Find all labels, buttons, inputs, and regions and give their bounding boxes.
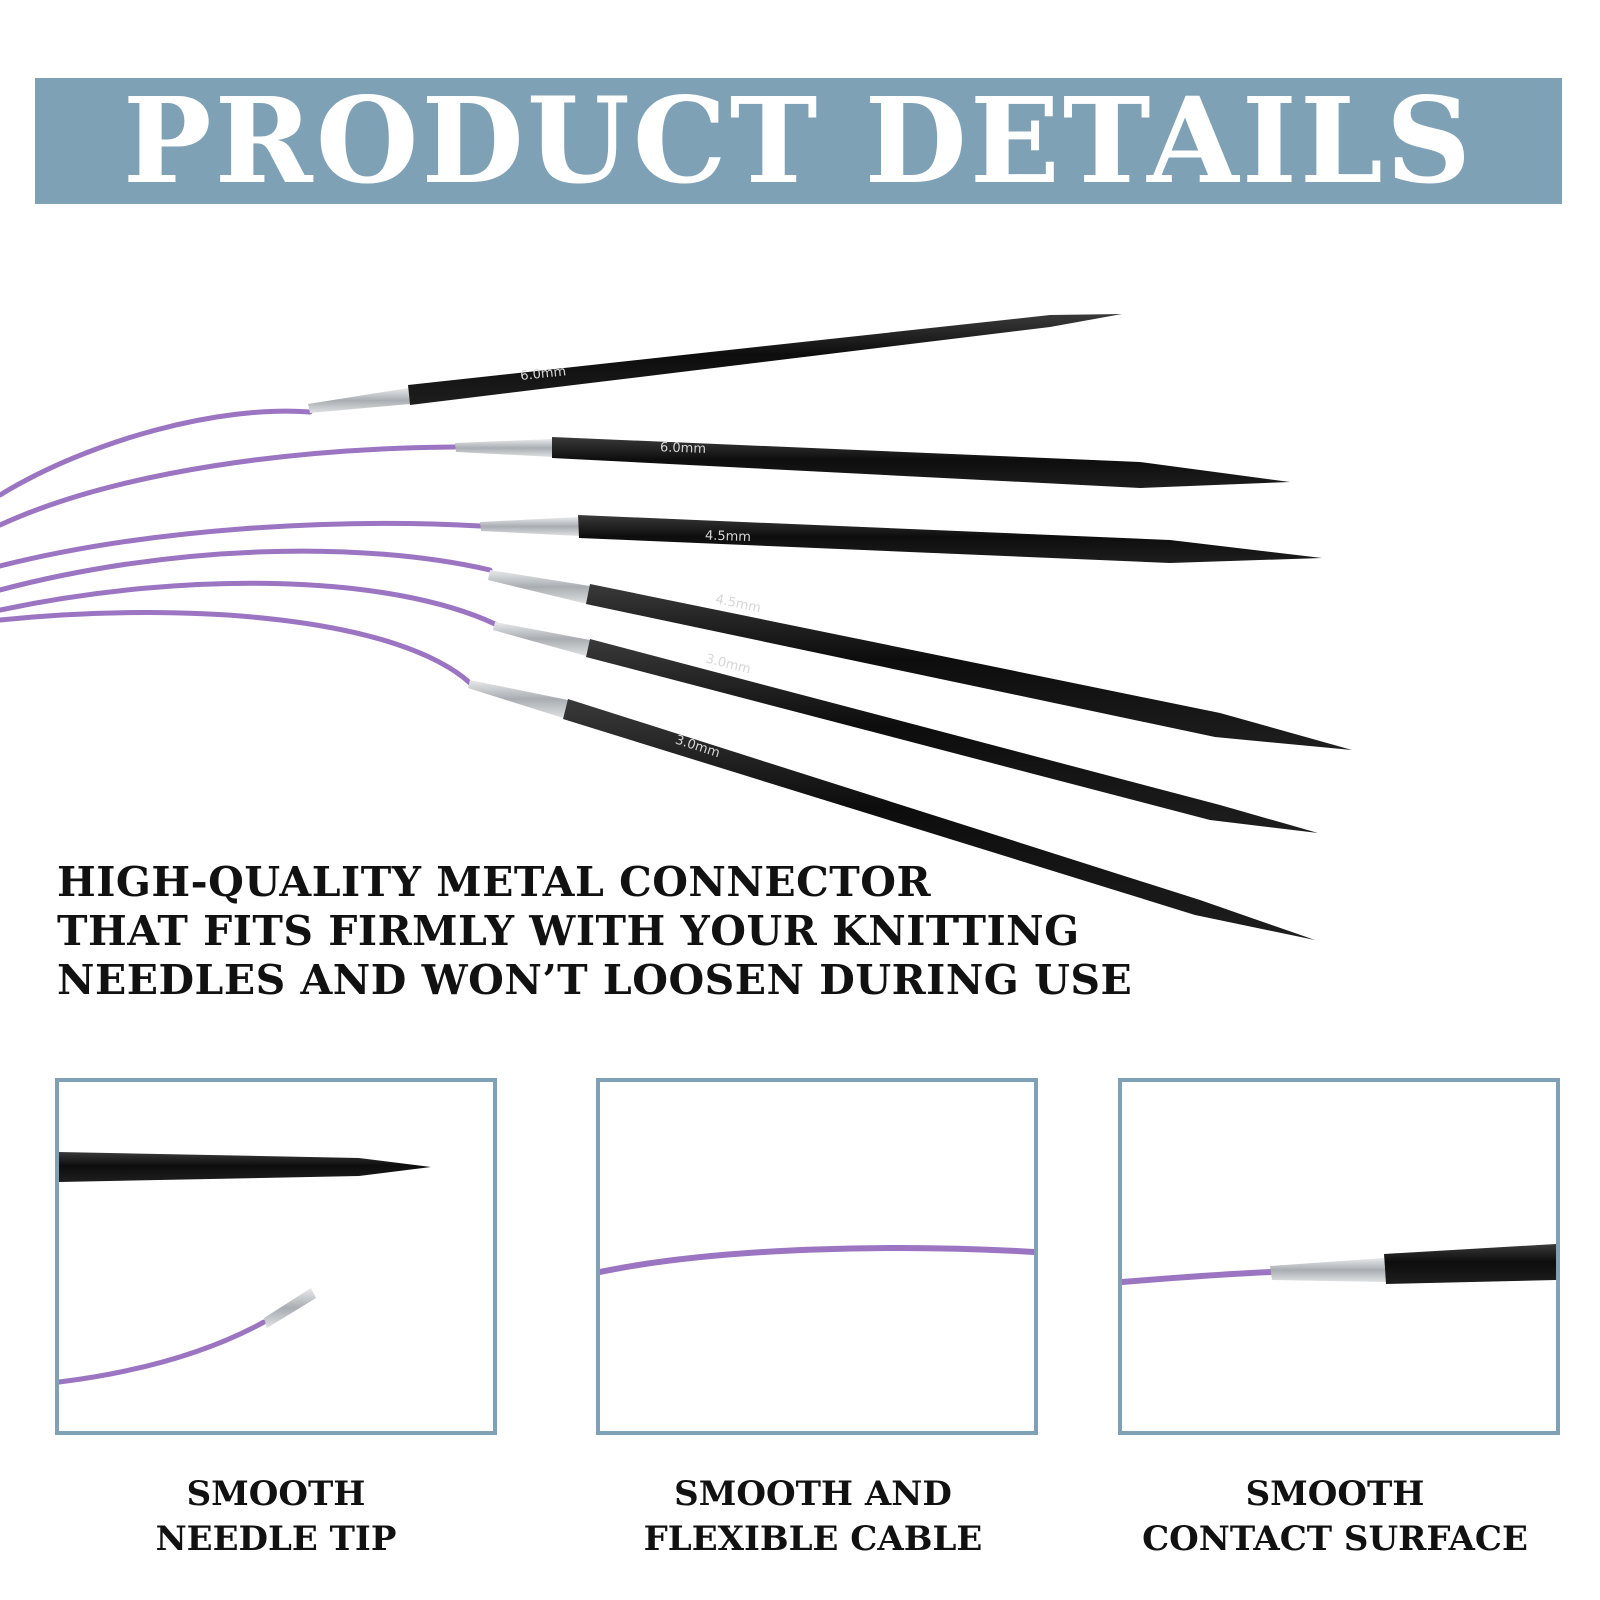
- caption-needle-tip: SMOOTH NEEDLE TIP: [16, 1472, 536, 1562]
- cable-segment: [600, 1245, 1034, 1275]
- needle-label: 6.0mm: [660, 440, 707, 457]
- cable-6: [0, 610, 473, 686]
- caption-line-1: SMOOTH: [1245, 1474, 1425, 1514]
- caption-line-2: CONTACT SURFACE: [1142, 1519, 1528, 1559]
- shaft-6: [563, 699, 1315, 940]
- panel-contact-surface: [1118, 1078, 1560, 1435]
- caption-line-2: FLEXIBLE CABLE: [643, 1519, 983, 1559]
- connector-1: [308, 388, 410, 413]
- needle-tip-shaft: [59, 1152, 431, 1182]
- feature-line-2: THAT FITS FIRMLY WITH YOUR KNITTING: [57, 907, 1080, 955]
- caption-contact-surface: SMOOTH CONTACT SURFACE: [1075, 1472, 1595, 1562]
- caption-line-1: SMOOTH AND: [674, 1474, 952, 1514]
- caption-line-2: NEEDLE TIP: [155, 1519, 397, 1559]
- connector-2: [455, 439, 553, 457]
- title-banner: PRODUCT DETAILS: [35, 78, 1562, 204]
- needle-1: 6.0mm: [308, 314, 1122, 413]
- caption-flexible-cable: SMOOTH AND FLEXIBLE CABLE: [553, 1472, 1073, 1562]
- connector-tip: [264, 1288, 316, 1328]
- needle-shaft: [1384, 1244, 1556, 1284]
- page-title: PRODUCT DETAILS: [122, 71, 1475, 210]
- cable-segment: [59, 1319, 267, 1385]
- cable-3: [0, 520, 483, 569]
- shaft-2: [552, 437, 1290, 488]
- panel-flexible-cable: [596, 1078, 1038, 1435]
- shaft-5: [586, 639, 1318, 833]
- cable-1: [0, 408, 313, 498]
- shaft-1: [408, 314, 1122, 405]
- needles-illustration: 6.0mm 6.0mm 4.5mm 4.5mm 3.0mm 3.0mm: [0, 314, 1352, 940]
- cable-5: [0, 580, 498, 627]
- feature-description: HIGH-QUALITY METAL CONNECTOR THAT FITS F…: [57, 858, 1157, 1005]
- panel-needle-tip: [55, 1078, 497, 1435]
- cable-segment: [1122, 1269, 1275, 1285]
- needle-5: 3.0mm: [493, 622, 1318, 833]
- connector-6: [468, 680, 568, 718]
- cable-4: [0, 548, 493, 593]
- shaft-4: [586, 584, 1352, 750]
- connector-surface: [1270, 1258, 1386, 1282]
- feature-line-1: HIGH-QUALITY METAL CONNECTOR: [57, 858, 932, 906]
- feature-line-3: NEEDLES AND WON’T LOOSEN DURING USE: [57, 956, 1133, 1004]
- connector-4: [488, 570, 590, 604]
- caption-line-1: SMOOTH: [186, 1474, 366, 1514]
- shaft-3: [578, 515, 1322, 563]
- cable-2: [0, 444, 458, 528]
- needle-3: 4.5mm: [480, 515, 1322, 563]
- needle-4: 4.5mm: [488, 570, 1352, 750]
- needle-2: 6.0mm: [455, 437, 1290, 488]
- needle-label: 6.0mm: [520, 364, 567, 384]
- connector-3: [480, 517, 579, 536]
- connector-5: [493, 622, 590, 656]
- needle-label: 4.5mm: [705, 528, 752, 545]
